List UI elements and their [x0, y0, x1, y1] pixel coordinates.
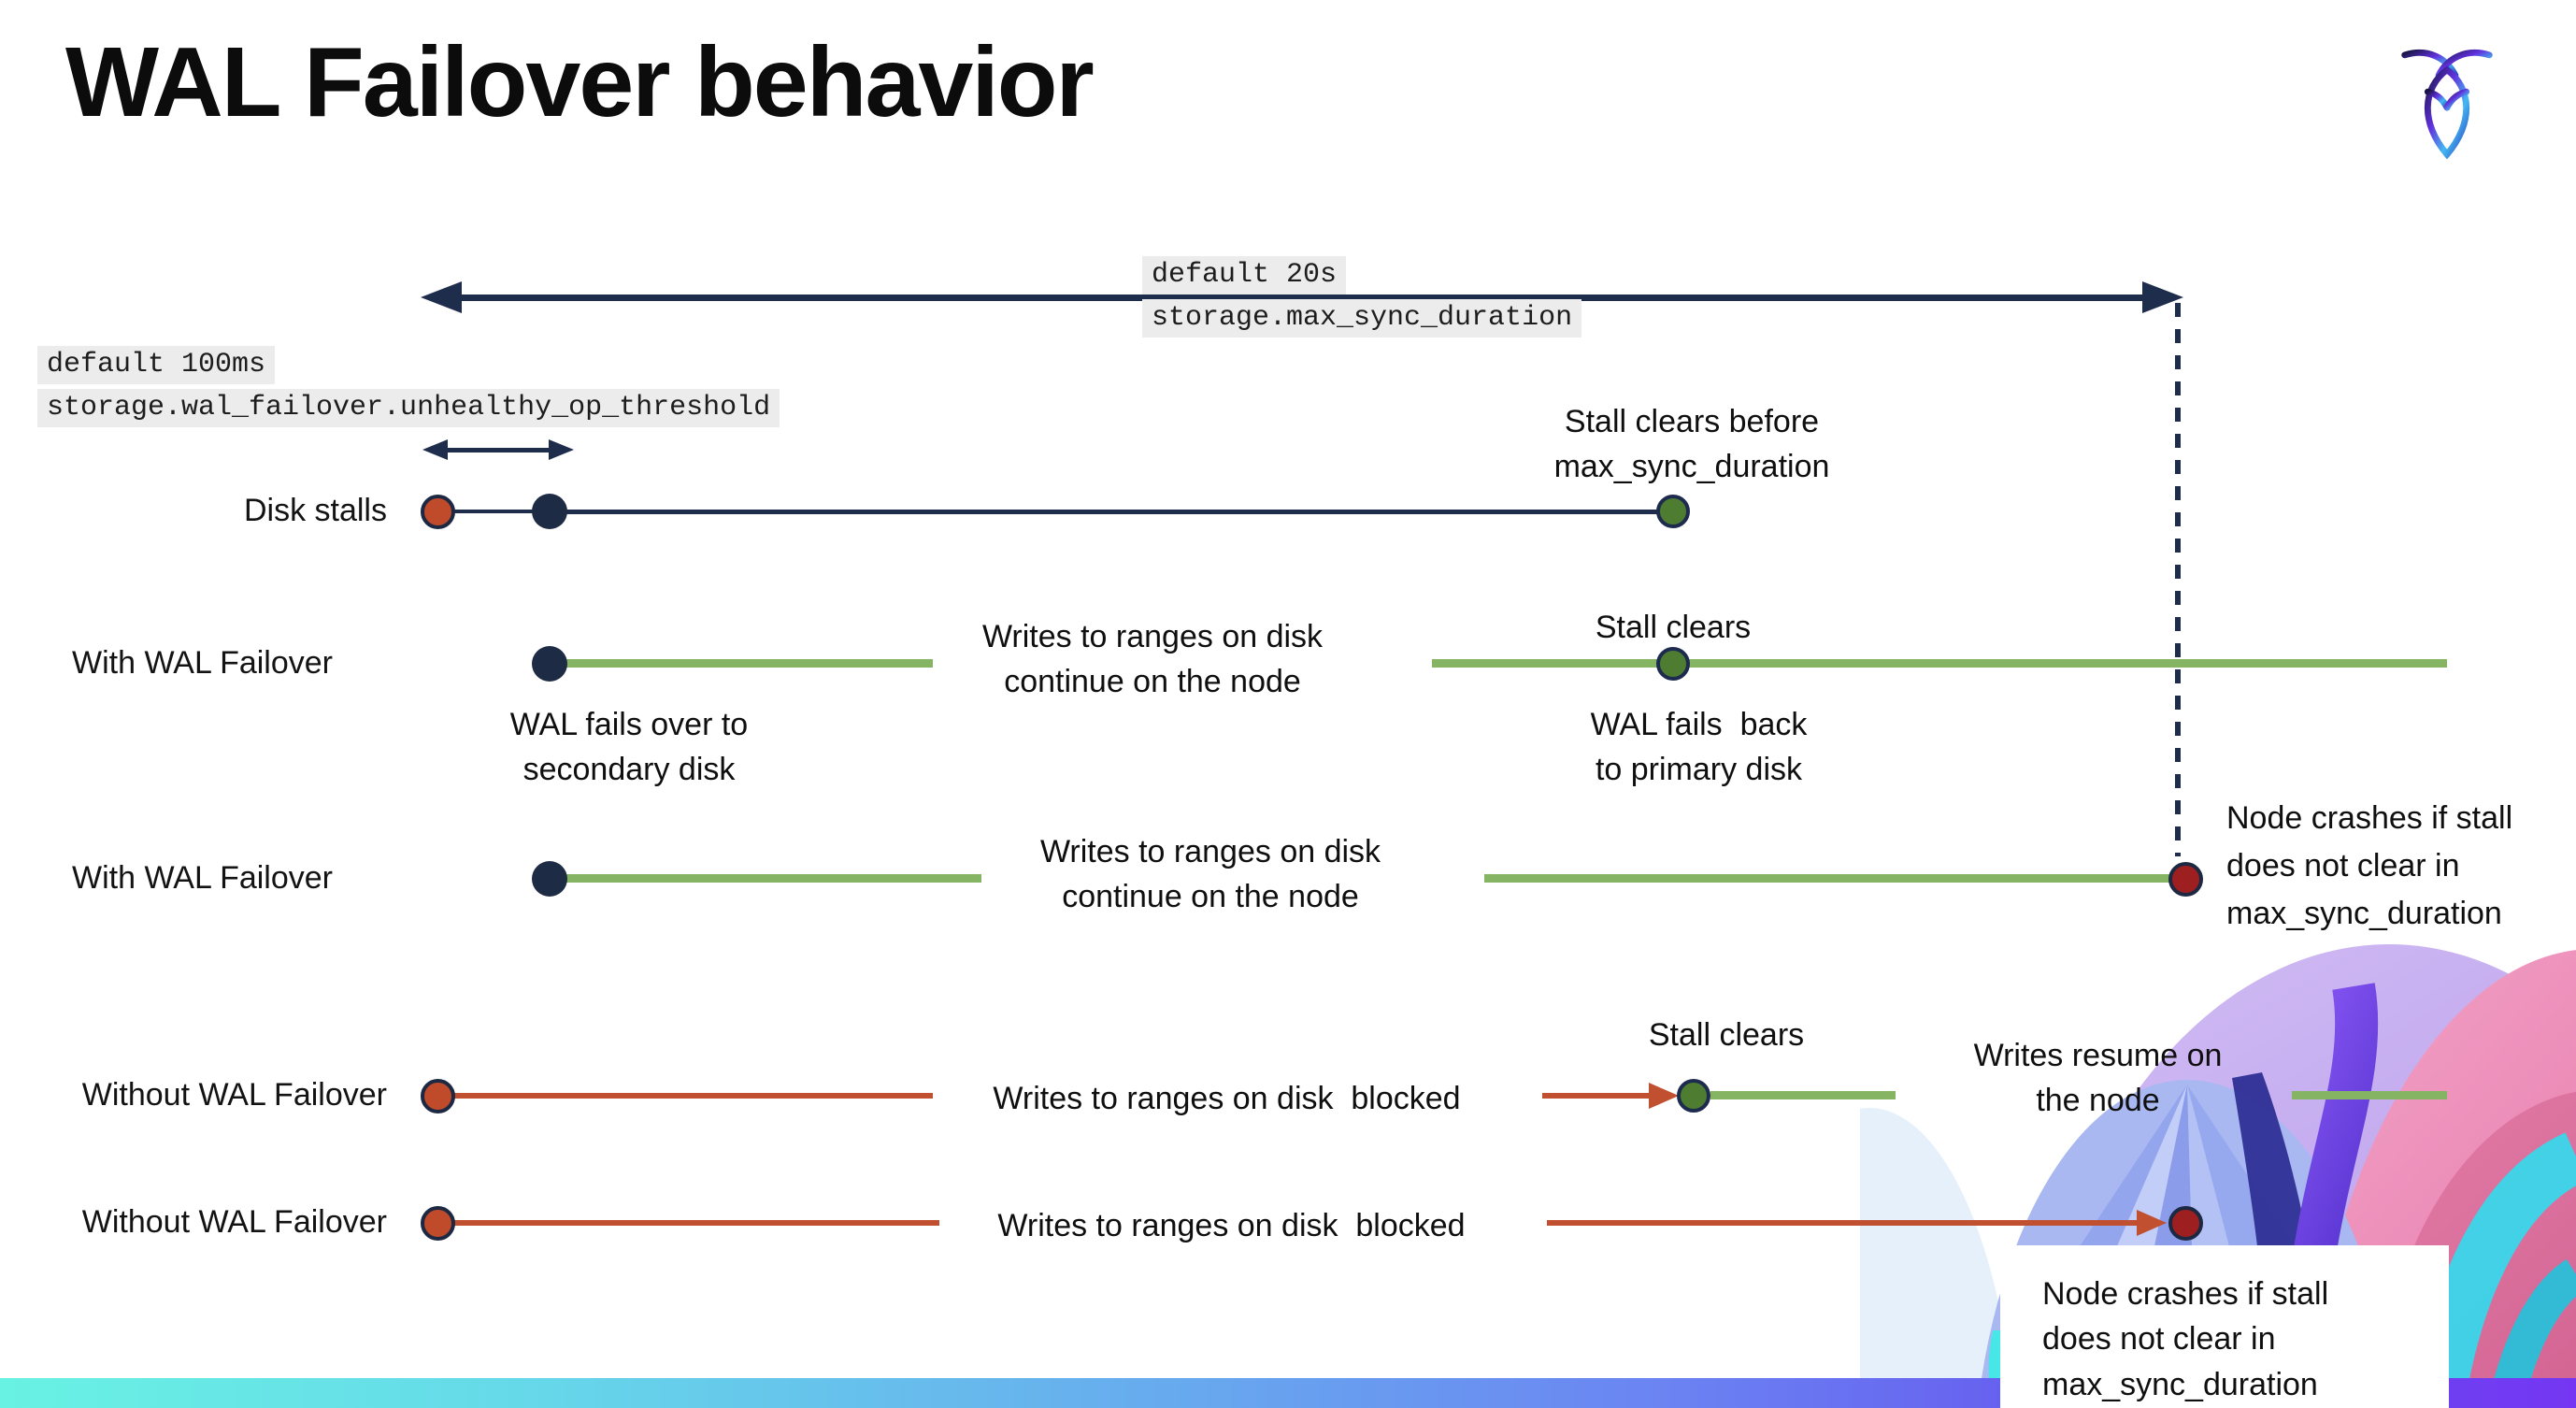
node-crash-dot — [2168, 862, 2203, 897]
max-sync-setting-name: storage.max_sync_duration — [1142, 299, 1582, 338]
page-title: WAL Failover behavior — [65, 27, 1095, 137]
cockroachdb-logo-icon — [2401, 49, 2493, 160]
timeline-disk-stalls — [551, 510, 1673, 514]
max-sync-default-value: default 20s — [1142, 256, 1347, 295]
arrowhead-left-icon — [422, 439, 448, 460]
row-label-without-wal-failover: Without WAL Failover — [81, 1077, 387, 1113]
node-crash-dot — [2168, 1206, 2203, 1241]
failover-dot — [532, 861, 567, 897]
timeline-red — [1542, 1093, 1651, 1099]
writes-continue-note: Writes to ranges on disk continue on the… — [1039, 834, 1381, 914]
stall-clears-note: Stall clears — [1595, 610, 1752, 645]
writes-continue-note: Writes to ranges on disk continue on the… — [981, 619, 1324, 699]
stall-clears-dot — [1656, 495, 1690, 528]
timeline-green — [1710, 1091, 1896, 1099]
stall-clears-note: Stall clears — [1648, 1017, 1805, 1053]
timeline-green — [561, 874, 981, 883]
stall-clears-dot — [1677, 1079, 1710, 1113]
timeline-red — [1547, 1220, 2137, 1226]
writes-blocked-note: Writes to ranges on disk blocked — [993, 1081, 1461, 1116]
unhealthy-op-default-value: default 100ms — [37, 346, 276, 384]
row-label-with-wal-failover: With WAL Failover — [72, 645, 333, 681]
node-crashes-callout: Node crashes if stall does not clear in … — [2000, 1245, 2449, 1408]
timeline-red — [454, 1093, 933, 1099]
timeline-green — [1484, 874, 2172, 883]
disk-stall-start-dot — [421, 1206, 455, 1241]
timeline-red — [454, 1220, 939, 1226]
disk-stall-start-dot — [421, 1079, 455, 1113]
stall-clears-before-note: Stall clears before max_sync_duration — [1553, 404, 1830, 484]
red-arrowhead-icon — [2137, 1210, 2167, 1236]
disk-stall-start-dot — [421, 495, 455, 529]
arrowhead-left-icon — [421, 281, 462, 313]
writes-blocked-note: Writes to ranges on disk blocked — [997, 1208, 1466, 1243]
timeline-disk-stalls — [437, 510, 551, 513]
failover-dot — [532, 646, 567, 682]
red-arrowhead-icon — [1649, 1083, 1679, 1109]
max-sync-deadline-dashed-line — [2175, 303, 2181, 856]
timeline-green — [2292, 1091, 2447, 1099]
row-label-without-wal-failover: Without WAL Failover — [81, 1204, 387, 1240]
fails-over-note: WAL fails over to secondary disk — [509, 707, 749, 787]
row-label-disk-stalls: Disk stalls — [243, 493, 387, 528]
failover-threshold-dot — [532, 494, 567, 529]
stall-clears-dot — [1656, 647, 1690, 681]
arrowhead-right-icon — [549, 439, 574, 460]
fails-back-note: WAL fails back to primary disk — [1590, 707, 1808, 787]
writes-resume-note: Writes resume on the node — [1973, 1038, 2223, 1118]
unhealthy-op-setting-name: storage.wal_failover.unhealthy_op_thresh… — [37, 389, 780, 427]
unhealthy-op-threshold-label: default 100ms storage.wal_failover.unhea… — [37, 346, 780, 432]
row-label-with-wal-failover: With WAL Failover — [72, 860, 333, 896]
max-sync-duration-label: default 20s storage.max_sync_duration — [1142, 256, 1582, 342]
node-crashes-note: Node crashes if stall does not clear in … — [2226, 800, 2513, 931]
timeline-green — [1432, 659, 2447, 668]
timeline-green — [561, 659, 933, 668]
